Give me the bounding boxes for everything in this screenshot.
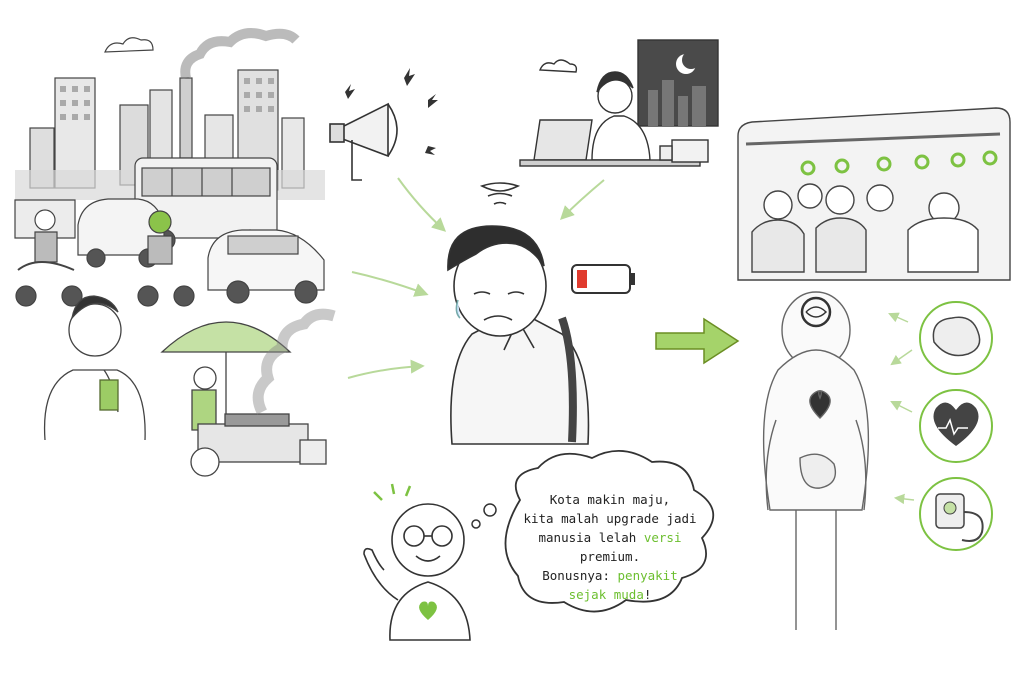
- narrator-character: [363, 483, 471, 641]
- bubble-line-4: Bonusnya: penyakit: [510, 566, 710, 585]
- brain-icon: [919, 301, 993, 375]
- crowded-train: [737, 107, 1011, 281]
- street-food-smoke: [43, 295, 336, 477]
- bubble-highlight-sejak-muda: sejak muda: [568, 587, 644, 602]
- bubble-line-2: kita malah upgrade jadi: [523, 511, 697, 526]
- blood-pressure-icon: [919, 477, 993, 551]
- speech-bubble: [471, 449, 715, 613]
- stressed-body: [762, 291, 870, 630]
- bubble-line-3: manusia lelah versi premium.: [510, 528, 710, 566]
- symptom-icons: [888, 301, 993, 551]
- traffic-city-scene: [14, 28, 325, 307]
- bubble-line-3-pre: manusia lelah: [538, 530, 644, 545]
- bubble-line-1: Kota makin maju,: [549, 492, 671, 507]
- low-battery-icon: [571, 264, 635, 294]
- heart-icon: [919, 389, 993, 463]
- bubble-line-3-post: premium.: [579, 549, 641, 564]
- arrow-right-icon: [655, 317, 740, 365]
- exhausted-man: [447, 182, 590, 445]
- night-overtime-work: [519, 39, 719, 167]
- influence-arrows: [347, 177, 605, 379]
- speech-bubble-text: Kota makin maju, kita malah upgrade jadi…: [510, 490, 710, 604]
- bubble-line-5-post: !: [643, 587, 652, 602]
- bubble-line-4-pre: Bonusnya:: [542, 568, 618, 583]
- bubble-highlight-versi: versi: [643, 530, 682, 545]
- bubble-highlight-penyakit: penyakit: [617, 568, 678, 583]
- megaphone-noise: [329, 68, 438, 181]
- bubble-line-5: sejak muda!: [510, 585, 710, 604]
